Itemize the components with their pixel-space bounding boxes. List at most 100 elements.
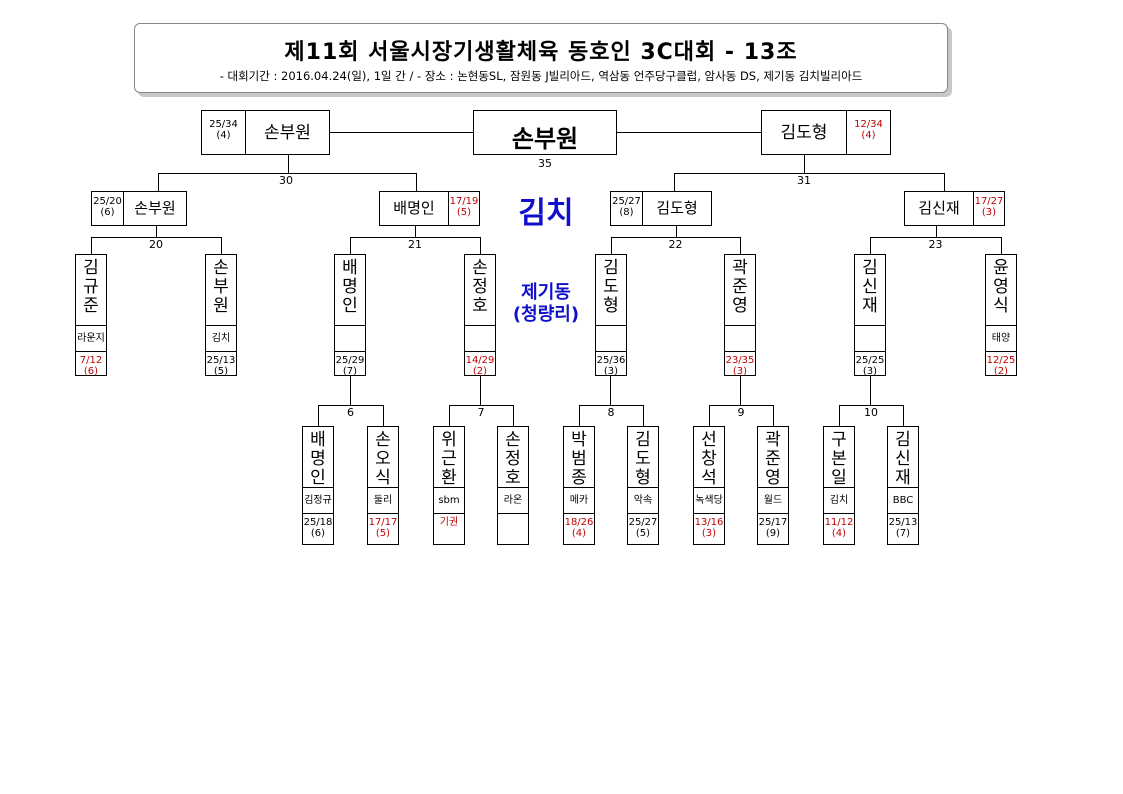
- r1-4-a-score-cell: 13/16(3): [694, 513, 724, 544]
- qf-3-match-number: 22: [668, 238, 683, 251]
- qf-3-stem: [675, 226, 677, 237]
- qf-2-match-number: 21: [408, 238, 422, 251]
- r1-3-a-score-cell: 18/26(4): [564, 513, 594, 544]
- r1-1-bar: [318, 405, 383, 406]
- semi-left-b-innings: (5): [456, 207, 472, 218]
- final-right-score: 12/34: [854, 119, 883, 130]
- qf-1-a-club: 라운지: [76, 325, 106, 351]
- r1-4-b-score-cell: 25/17(9): [758, 513, 788, 544]
- r1-5-match-number: 10: [864, 406, 878, 419]
- r1-1-b-name: 손오식: [375, 430, 391, 488]
- semi-left-a-name: 손부원: [134, 199, 176, 217]
- semi-right-a-score: 25/27: [612, 196, 641, 207]
- r1-5-drop-a: [839, 405, 840, 426]
- champion-card: 손부원: [473, 110, 617, 155]
- r1-5-a-club: 김치: [824, 487, 854, 513]
- qf-3-b-name: 곽준영: [732, 258, 748, 316]
- r1-3-a-score: 18/26: [564, 517, 594, 528]
- r1-2-match-number: 7: [477, 406, 485, 419]
- semi-left-a-score-cell: 25/20 (6): [92, 192, 124, 225]
- semi-left-b-score-cell: 17/19 (5): [448, 192, 479, 225]
- qf-1-stem: [156, 226, 157, 237]
- semi-right-b-score: 17/27: [974, 196, 1004, 207]
- r1-1-b-club: 둘리: [368, 487, 398, 513]
- r1-1-a-score: 25/18: [303, 517, 333, 528]
- semi-right-a-name: 김도형: [656, 199, 698, 217]
- qf-2-b-score: 14/29: [465, 355, 495, 366]
- semi-right-stem: [804, 155, 805, 173]
- final-right-card: 김도형 12/34 (4): [761, 110, 891, 155]
- r1-2-a-score-cell: 기권: [434, 513, 464, 544]
- r1-3-b-score: 25/27: [628, 517, 658, 528]
- r1-3-b-club: 악속: [628, 487, 658, 513]
- r1-feed-5: [870, 376, 871, 405]
- qf-4-a-name: 김신재: [862, 258, 878, 316]
- final-left-score-cell: 25/34 (4): [202, 111, 246, 154]
- r1-5-drop-b: [903, 405, 904, 426]
- r1-5-b-score-cell: 25/13(7): [888, 513, 918, 544]
- qf-3-b-score-cell: 23/35(3): [725, 351, 755, 377]
- venue-location-line1: 제기동: [521, 282, 571, 303]
- qf-1-b-name: 손부원: [213, 258, 229, 316]
- r1-2-b-club: 라온: [498, 487, 528, 513]
- r1-2-a-club: sbm: [434, 487, 464, 513]
- r1-4-match-number: 9: [737, 406, 745, 419]
- r1-5-b-name: 김신재: [895, 430, 911, 488]
- semi-right-b-score-cell: 17/27 (3): [973, 192, 1004, 225]
- qf-2-bar: [350, 237, 480, 238]
- qf-2-stem: [415, 226, 416, 237]
- semi-right-b-name: 김신재: [918, 199, 960, 217]
- qf-1-match-number: 20: [149, 238, 163, 251]
- semi-right-bar: [674, 173, 944, 174]
- qf-1-a-score: 7/12: [79, 355, 103, 366]
- final-right-score-cell: 12/34 (4): [846, 111, 890, 154]
- r1-1-b-score: 17/17: [368, 517, 398, 528]
- qf-3-drop-b: [740, 237, 741, 254]
- qf-1-a-innings: (6): [83, 366, 99, 377]
- r1-2-a-name: 위근환: [441, 430, 457, 488]
- r1-4-a-name: 선창석: [701, 430, 717, 488]
- semi-left-match-number: 30: [279, 174, 293, 187]
- semi-left-bar: [158, 173, 416, 174]
- r1-4-drop-a: [709, 405, 710, 426]
- semi-left-stem: [288, 155, 289, 173]
- final-left-innings: (4): [216, 130, 231, 141]
- qf-1-a-score-cell: 7/12(6): [76, 351, 106, 377]
- qf-1-a-name: 김규준: [83, 258, 99, 316]
- qf-4-match-number: 23: [928, 238, 943, 251]
- r1-1-b-innings: (5): [375, 528, 391, 539]
- qf-2-drop-a: [350, 237, 351, 254]
- r1-3-b-score-cell: 25/27(5): [628, 513, 658, 544]
- r1-5-a-score-cell: 11/12(4): [824, 513, 854, 544]
- r1-5-b-score: 25/13: [888, 517, 918, 528]
- r1-3-a-club: 메카: [564, 487, 594, 513]
- r1-2-b-score-cell: [498, 513, 528, 544]
- venue-club-label: 김치: [518, 196, 574, 231]
- semi-right-match-number: 31: [797, 174, 811, 187]
- champion-name: 손부원: [511, 125, 579, 153]
- qf-3-a-name: 김도형: [603, 258, 619, 316]
- qf-4-b-club: 태양: [986, 325, 1016, 351]
- r1-1-drop-a: [318, 405, 319, 426]
- r1-2-drop-b: [513, 405, 514, 426]
- r1-5-bar: [839, 405, 903, 406]
- qf-4-a-score-cell: 25/25(3): [855, 351, 885, 377]
- r1-3-match-number: 8: [607, 406, 615, 419]
- r1-5-a-innings: (4): [831, 528, 847, 539]
- semi-left-a-innings: (6): [100, 207, 115, 218]
- r1-2-drop-a: [449, 405, 450, 426]
- r1-3-drop-b: [643, 405, 644, 426]
- semi-left-a-card: 25/20 (6) 손부원: [91, 191, 187, 226]
- qf-4-drop-b: [1001, 237, 1002, 254]
- r1-1-a-club: 김정규: [303, 487, 333, 513]
- semi-left-b-card: 배명인 17/19 (5): [379, 191, 480, 226]
- semi-right-drop-a: [674, 173, 675, 191]
- semi-right-b-card: 김신재 17/27 (3): [904, 191, 1005, 226]
